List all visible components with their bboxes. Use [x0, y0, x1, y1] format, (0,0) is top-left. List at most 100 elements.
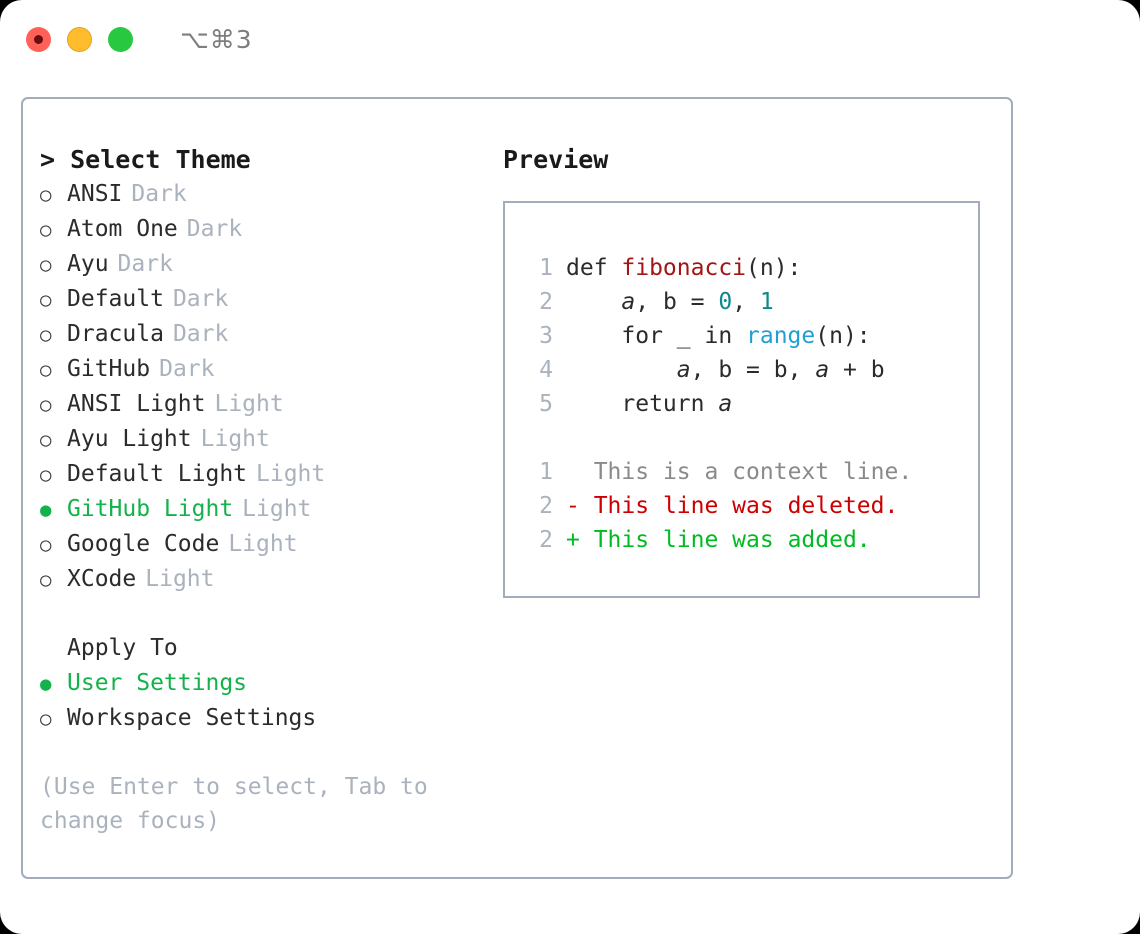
code-token-plain: ,	[732, 289, 760, 315]
diff-line-number: 1	[539, 459, 553, 485]
code-token-plain: (n):	[815, 323, 871, 349]
theme-category-tag: Dark	[131, 181, 187, 207]
code-line-number: 1	[539, 255, 553, 281]
diff-text: This is a context line.	[593, 459, 913, 485]
radio-unselected-icon: ○	[40, 708, 52, 730]
keyboard-hint: (Use Enter to select, Tab to change focu…	[40, 774, 428, 834]
radio-unselected-icon: ○	[40, 254, 52, 276]
radio-unselected-icon: ○	[40, 359, 52, 381]
diff-line-add: 2 + This line was added.	[525, 523, 978, 557]
theme-option-ansi[interactable]: ○ ANSI Dark	[40, 177, 483, 212]
radio-unselected-icon: ○	[40, 394, 52, 416]
theme-option-label: Google Code	[67, 531, 220, 557]
theme-category-tag: Light	[256, 461, 326, 487]
code-token-plain: ,	[787, 357, 816, 383]
apply-to-option-label: Workspace Settings	[67, 705, 317, 731]
close-button-icon[interactable]	[26, 26, 51, 52]
theme-option-label: GitHub Light	[67, 496, 234, 522]
diff-text: This line was deleted.	[593, 493, 899, 519]
apply-to-option-label: User Settings	[67, 670, 248, 696]
code-line-text: for _ in range(n):	[566, 319, 871, 353]
theme-category-tag: Dark	[186, 216, 243, 242]
zoom-button-icon[interactable]	[108, 26, 133, 52]
code-line-text: def fibonacci(n):	[566, 251, 801, 285]
radio-unselected-icon: ○	[40, 429, 52, 451]
code-token-var: a	[815, 357, 830, 383]
theme-category-tag: Dark	[172, 321, 229, 347]
code-token-var: a	[676, 357, 691, 383]
diff-line-text: + This line was added.	[566, 523, 871, 557]
code-token-plain	[566, 357, 677, 383]
diff-line-del: 2- This line was deleted.	[525, 489, 978, 523]
theme-option-label: XCode	[67, 566, 137, 592]
radio-unselected-icon: ○	[40, 184, 52, 206]
radio-unselected-icon: ○	[40, 219, 52, 241]
radio-unselected-icon: ○	[40, 324, 52, 346]
code-token-plain: b	[773, 357, 788, 383]
theme-option-atom-one[interactable]: ○ Atom One Dark	[40, 212, 483, 247]
diff-line-number: 2	[539, 527, 553, 553]
diff-line-context: 1 This is a context line.	[525, 455, 978, 489]
code-token-plain: def	[566, 255, 622, 281]
select-theme-header: > Select Theme	[40, 145, 251, 174]
theme-option-ansi-light[interactable]: ○ ANSI Light Light	[40, 387, 483, 422]
code-token-plain: =	[732, 357, 774, 383]
code-line: 2 a, b = 0, 1	[525, 285, 978, 319]
code-line: 4 a, b = b, a + b	[525, 353, 978, 387]
radio-unselected-icon: ○	[40, 289, 52, 311]
code-line-text: a, b = 0, 1	[566, 285, 773, 319]
minimize-button-icon[interactable]	[67, 26, 92, 52]
code-token-plain: +	[829, 357, 871, 383]
code-line-number: 2	[539, 289, 553, 315]
code-token-plain: =	[676, 289, 719, 315]
code-token-plain: b	[718, 357, 733, 383]
theme-category-tag: Light	[228, 531, 298, 557]
radio-unselected-icon: ○	[40, 569, 52, 591]
theme-category-tag: Light	[242, 496, 312, 522]
title-bar: ⌥⌘3	[0, 0, 1140, 78]
preview-header: Preview	[503, 145, 609, 174]
theme-option-label: Atom One	[67, 216, 178, 242]
code-line-number: 4	[539, 357, 553, 383]
theme-category-tag: Dark	[117, 251, 173, 277]
theme-option-label: Default Light	[67, 461, 248, 487]
theme-option-label: ANSI	[67, 181, 123, 207]
apply-to-option-workspace-settings[interactable]: ○ Workspace Settings	[40, 701, 483, 736]
theme-category-tag: Light	[214, 391, 284, 417]
theme-category-tag: Dark	[159, 356, 215, 382]
code-line: 1 def fibonacci(n):	[525, 251, 978, 285]
diff-text: This line was added.	[593, 527, 871, 553]
code-token-plain: (n):	[746, 255, 802, 281]
theme-option-label: ANSI Light	[67, 391, 206, 417]
theme-category-tag: Light	[200, 426, 270, 452]
code-token-plain: ,	[635, 289, 663, 315]
radio-selected-icon: ●	[40, 673, 52, 695]
theme-option-label: GitHub	[67, 356, 151, 382]
diff-line-text: - This line was deleted.	[566, 489, 898, 523]
code-token-var: a	[718, 391, 733, 417]
theme-option-github-light[interactable]: ● GitHub Light Light	[40, 492, 483, 527]
code-line-text: return a	[566, 387, 732, 421]
close-pip-icon	[34, 34, 43, 44]
code-token-plain: b	[870, 357, 885, 383]
diff-marker: -	[566, 493, 594, 519]
apply-to-option-user-settings[interactable]: ● User Settings	[40, 666, 483, 701]
diff-sample: 1 This is a context line.2- This line wa…	[525, 455, 978, 557]
theme-option-github[interactable]: ○ GitHub Dark	[40, 352, 483, 387]
radio-selected-icon: ●	[40, 499, 52, 521]
code-token-fn: fibonacci	[621, 255, 747, 281]
